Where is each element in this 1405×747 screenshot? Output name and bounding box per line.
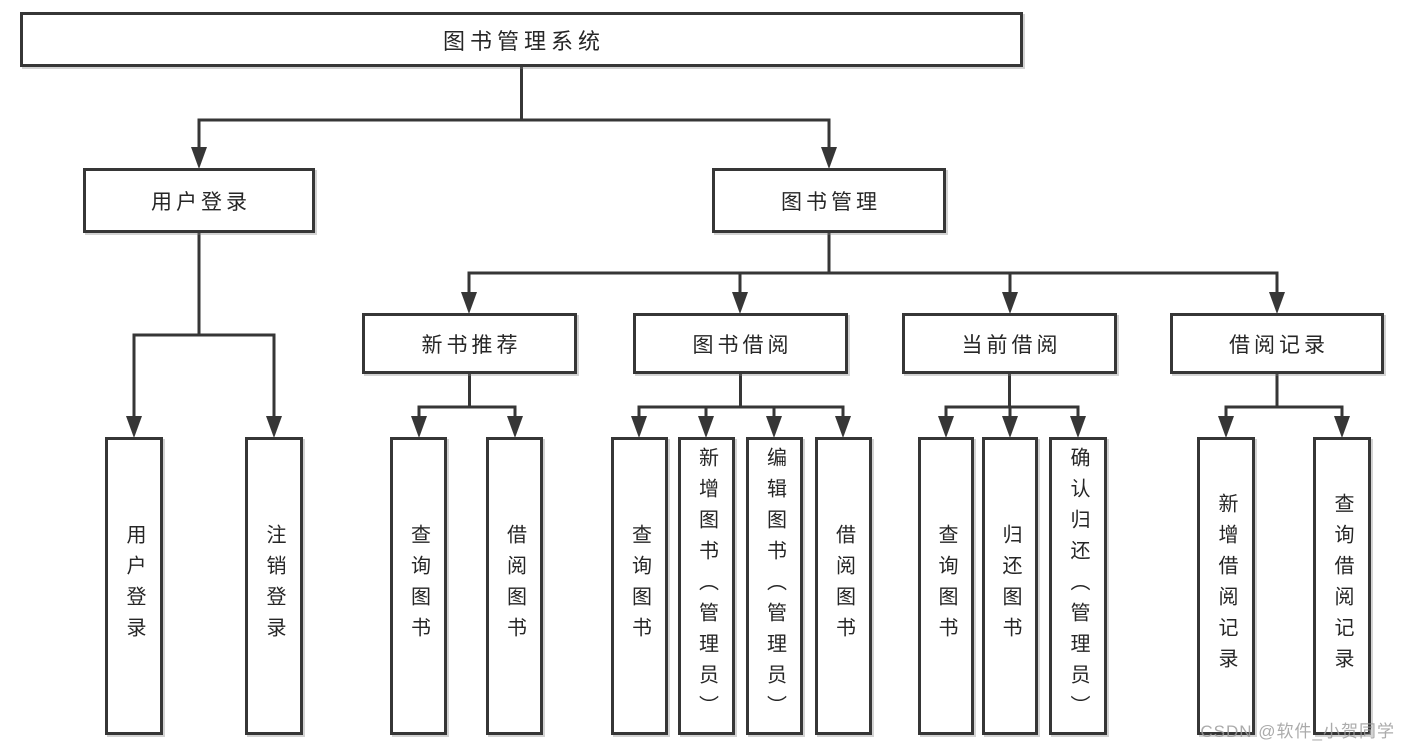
node-label: 查询借阅记录 (1331, 493, 1353, 679)
node-label: 新增借阅记录 (1215, 493, 1237, 679)
leaf-add-books-admin: 新增图书（管理员） (678, 437, 735, 735)
node-label: 图书管理 (781, 190, 881, 214)
node-label: 编辑图书（管理员） (763, 446, 786, 726)
node-label: 用户登录 (151, 190, 251, 214)
node-label: 查询图书 (935, 524, 957, 648)
arrowheads (126, 147, 1350, 438)
node-label: 确认归还（管理员） (1067, 446, 1089, 726)
leaf-query-books-1: 查询图书 (390, 437, 447, 735)
node-label: 查询图书 (407, 524, 430, 648)
node-label: 归还图书 (999, 524, 1021, 648)
leaf-return-books: 归还图书 (982, 437, 1038, 735)
leaf-edit-books-admin: 编辑图书（管理员） (746, 437, 803, 735)
leaf-confirm-return-admin: 确认归还（管理员） (1049, 437, 1107, 735)
leaf-query-books-2: 查询图书 (611, 437, 668, 735)
leaf-query-books-3: 查询图书 (918, 437, 974, 735)
node-label: 借阅图书 (503, 524, 526, 648)
node-label: 新书推荐 (421, 333, 522, 357)
node-book-management: 图书管理 (712, 168, 946, 233)
node-label: 用户登录 (123, 524, 145, 648)
node-label: 图书管理系统 (442, 28, 605, 54)
node-system-root: 图书管理系统 (20, 12, 1023, 67)
node-borrowing-records: 借阅记录 (1170, 313, 1384, 374)
leaf-add-borrow-record: 新增借阅记录 (1197, 437, 1255, 735)
node-current-borrowing: 当前借阅 (902, 313, 1117, 374)
node-label: 图书借阅 (692, 333, 793, 357)
leaf-logout: 注销登录 (245, 437, 303, 735)
node-label: 借阅图书 (832, 524, 855, 648)
node-label: 借阅记录 (1229, 333, 1329, 357)
leaf-borrow-books-1: 借阅图书 (486, 437, 543, 735)
node-label: 当前借阅 (961, 333, 1062, 357)
node-book-borrowing: 图书借阅 (633, 313, 848, 374)
leaf-user-login: 用户登录 (105, 437, 163, 735)
node-label: 查询图书 (628, 524, 651, 648)
node-label: 注销登录 (263, 524, 285, 648)
node-new-book-recommend: 新书推荐 (362, 313, 577, 374)
leaf-query-borrow-record: 查询借阅记录 (1313, 437, 1371, 735)
leaf-borrow-books-2: 借阅图书 (815, 437, 872, 735)
csdn-watermark: CSDN @软件_小贺同学 (1200, 722, 1395, 741)
node-user-login: 用户登录 (83, 168, 315, 233)
node-label: 新增图书（管理员） (695, 446, 718, 726)
